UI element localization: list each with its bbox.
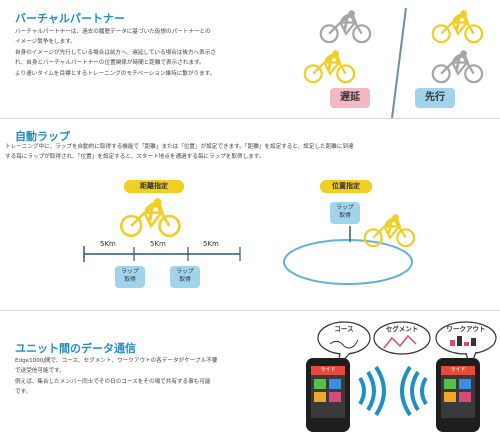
device-screen-title: ライド (441, 366, 475, 375)
section-divider (0, 310, 500, 311)
device-screen: ライド (311, 366, 345, 418)
device-tile (329, 379, 341, 389)
device-screen: ライド (441, 366, 475, 418)
device-tile (444, 392, 456, 402)
by-distance-label: 距離指定 (124, 180, 184, 193)
unit-transfer-line: 例えば、集合したメンバー同士でその日のコースをその場で共有する事も可能 (15, 378, 211, 385)
cloud-label-workout: ワークアウト (447, 324, 486, 333)
left-device: ライド (306, 358, 350, 432)
lap-bubble: ラップ 取得 (170, 266, 200, 288)
virtual-partner-line: バーチャルパートナーは、過去の履歴データに基づいた仮想のパートナーとの (15, 29, 211, 35)
virtual-partner-description: バーチャルパートナーは、過去の履歴データに基づいた仮想のパートナーとの イメージ… (15, 27, 216, 79)
rider-icon (362, 214, 418, 248)
virtual-partner-rider-icon (430, 50, 486, 84)
distance-mark: 5Km (203, 240, 219, 248)
cloud-label-segment: セグメント (386, 324, 419, 333)
device-tile (329, 392, 341, 402)
auto-lap-line: トレーニング中に、ラップを自動的に取得する機能で「距離」または「位置」が設定でき… (5, 144, 354, 150)
unit-transfer-line: です。 (15, 389, 32, 396)
wireless-signal-icon (358, 366, 428, 416)
unit-transfer-line: Edge1000J間で、コース、セグメント、ワークアウトの各データがケーブル不要 (15, 358, 218, 364)
virtual-partner-line: イメージ競争をします。 (15, 39, 76, 46)
right-device: ライド (436, 358, 480, 432)
device-tile (314, 379, 326, 389)
virtual-partner-illustration: 遅延 先行 (302, 8, 497, 120)
device-tile (444, 379, 456, 389)
virtual-partner-line: より速いタイムを目標とするトレーニングのモチベーション維持に繋がります。 (15, 70, 216, 77)
lap-bubble: ラップ 取得 (115, 266, 145, 288)
own-rider-icon (302, 50, 358, 84)
unit-transfer-heading: ユニット間のデータ通信 (15, 342, 136, 355)
section-divider (0, 118, 500, 119)
unit-transfer-line: で送受信可能です。 (15, 368, 65, 375)
loop-course (283, 226, 413, 285)
cloud-label-course: コース (334, 325, 353, 333)
auto-lap-line: する毎にラップが取得され、「位置」を設定すると、スタート地点を通過する毎にラップ… (5, 154, 265, 161)
virtual-partner-line: 自身のイメージが先行している場合は前方へ、遅延している場合は後方へ表示さ (15, 49, 216, 56)
own-rider-icon (430, 10, 486, 44)
virtual-partner-heading: バーチャルパートナー (15, 12, 125, 25)
behind-label: 遅延 (330, 88, 370, 108)
data-clouds: コース セグメント ワークアウト (317, 321, 497, 370)
lap-bubble: ラップ 取得 (330, 202, 360, 224)
device-screen-title: ライド (311, 366, 345, 375)
distance-mark: 5Km (150, 240, 166, 248)
device-tile (459, 392, 471, 402)
virtual-partner-rider-icon (318, 10, 374, 44)
auto-lap-description: トレーニング中に、ラップを自動的に取得する機能で「距離」または「位置」が設定でき… (5, 142, 354, 163)
auto-lap-heading: 自動ラップ (15, 130, 70, 143)
distance-mark: 5Km (100, 240, 116, 248)
unit-transfer-description: Edge1000J間で、コース、セグメント、ワークアウトの各データがケーブル不要… (15, 356, 217, 398)
by-position-label: 位置指定 (320, 180, 372, 193)
device-tile (459, 379, 471, 389)
ahead-label: 先行 (415, 88, 455, 108)
virtual-partner-line: れ、自身とバーチャルパートナーの位置関係が時間と距離で表示されます。 (15, 60, 205, 67)
device-tile (314, 392, 326, 402)
rider-icon (118, 198, 184, 238)
distance-track (83, 246, 241, 262)
